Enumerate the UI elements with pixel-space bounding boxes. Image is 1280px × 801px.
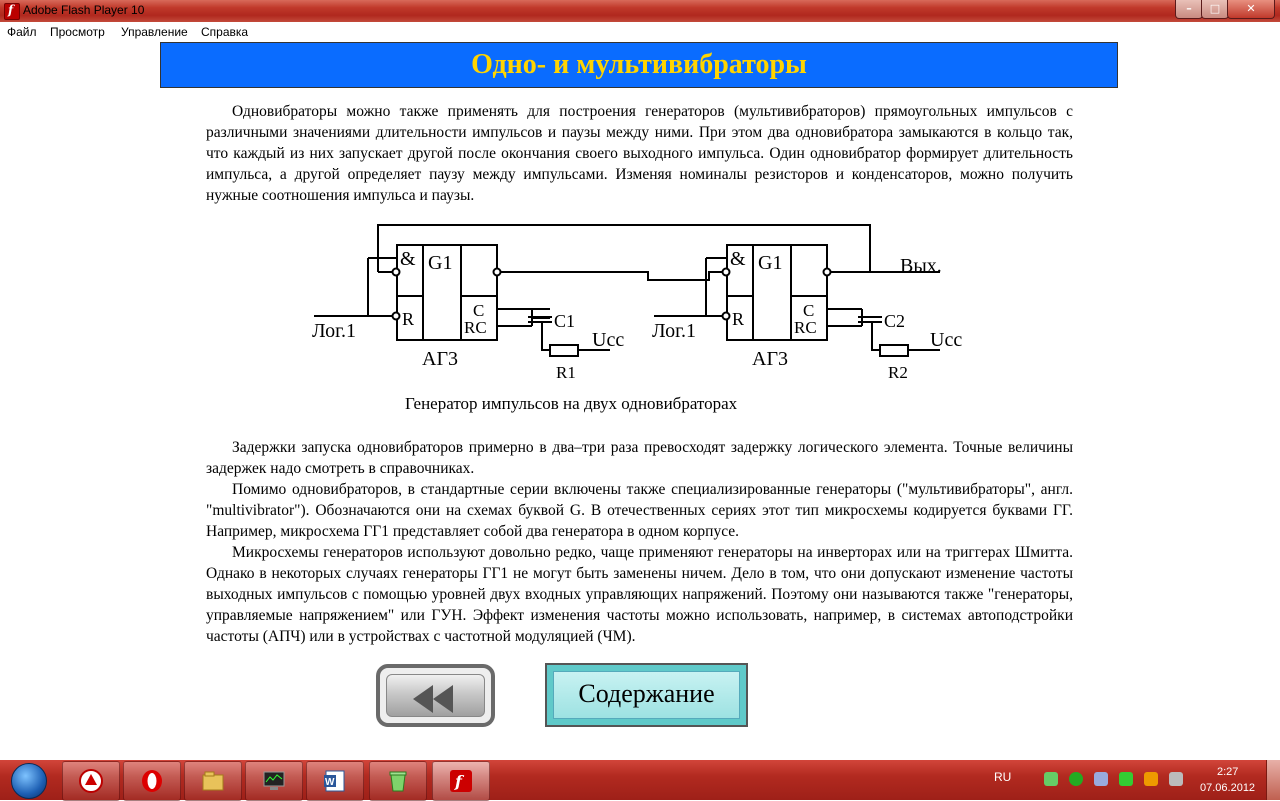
windows-orb-icon: [11, 763, 47, 799]
circuit-diagram: & G1 R C RC C1 R1 Ucc Лог.1 АГ3 & G1 R C…: [312, 224, 962, 382]
left-gen-label: G1: [428, 252, 452, 274]
menu-help[interactable]: Справка: [201, 25, 249, 39]
output-label: Вых.: [900, 255, 942, 277]
clock-date[interactable]: 07.06.2012: [1200, 782, 1256, 794]
tray-torrent-icon[interactable]: [1069, 772, 1083, 786]
monitor-icon: [263, 771, 285, 790]
page-header: Одно- и мультивибраторы: [160, 42, 1118, 88]
browser-icon: [79, 769, 103, 793]
window-title: Adobe Flash Player 10: [23, 3, 145, 17]
page-title: Одно- и мультивибраторы: [471, 49, 807, 80]
close-button[interactable]: ✕: [1227, 0, 1275, 19]
paragraph-intro: Одновибраторы можно также применять для …: [206, 103, 1073, 204]
window-titlebar: f Adobe Flash Player 10 – □ ✕: [0, 0, 1280, 22]
svg-text:f: f: [454, 772, 465, 791]
menu-control[interactable]: Управление: [121, 25, 188, 39]
left-and-label: &: [400, 248, 416, 270]
taskbar-browser[interactable]: [62, 761, 120, 801]
right-input-label: Лог.1: [652, 320, 696, 342]
taskbar-explorer[interactable]: [184, 761, 242, 801]
right-res-label: R2: [888, 363, 908, 382]
circuit-caption: Генератор импульсов на двух одновибратор…: [405, 394, 738, 413]
right-c-label: C: [803, 301, 814, 320]
contents-button-label: Содержание: [578, 679, 715, 708]
word-icon: W: [324, 770, 345, 792]
taskbar-flash[interactable]: f: [432, 761, 490, 801]
back-button[interactable]: [376, 664, 495, 727]
menu-file[interactable]: Файл: [7, 25, 37, 39]
tray-app-icon[interactable]: [1094, 772, 1108, 786]
language-indicator[interactable]: RU: [994, 770, 1012, 784]
maximize-button[interactable]: □: [1201, 0, 1229, 19]
rewind-icon: [413, 685, 453, 713]
left-res-label: R1: [556, 363, 576, 382]
left-vcc-label: Ucc: [592, 329, 624, 351]
right-r-label: R: [732, 309, 744, 329]
left-chip-label: АГ3: [422, 348, 458, 370]
left-cap-label: C1: [554, 311, 575, 331]
tray-network-icon[interactable]: [1044, 772, 1058, 786]
taskbar-recycle[interactable]: [369, 761, 427, 801]
paragraph-usage: Микросхемы генераторов используют доволь…: [206, 544, 1073, 645]
left-input-label: Лог.1: [312, 320, 356, 342]
opera-icon: [142, 770, 162, 792]
left-r-label: R: [402, 309, 414, 329]
left-c-label: C: [473, 301, 484, 320]
right-chip-label: АГ3: [752, 348, 788, 370]
menu-view[interactable]: Просмотр: [50, 25, 105, 39]
right-gen-label: G1: [758, 252, 782, 274]
taskbar: W f: [0, 760, 1280, 801]
right-and-label: &: [730, 248, 746, 270]
contents-button[interactable]: Содержание: [545, 663, 748, 727]
flash-icon: f: [4, 3, 20, 20]
taskbar-opera[interactable]: [123, 761, 181, 801]
explorer-icon: [202, 771, 224, 791]
tray-mail-icon[interactable]: [1119, 772, 1133, 786]
right-rc-label: RC: [794, 318, 817, 337]
tray-media-icon[interactable]: [1144, 772, 1158, 786]
recycle-icon: [389, 771, 407, 792]
show-desktop-button[interactable]: [1266, 760, 1280, 800]
menu-bar: Файл Просмотр Управление Справка: [0, 22, 1280, 41]
right-vcc-label: Ucc: [930, 329, 962, 351]
right-cap-label: C2: [884, 311, 905, 331]
taskbar-word[interactable]: W: [306, 761, 364, 801]
clock-time[interactable]: 2:27: [1217, 766, 1239, 778]
flash-icon: f: [450, 770, 472, 792]
minimize-button[interactable]: –: [1175, 0, 1203, 19]
tray-volume-icon[interactable]: [1169, 772, 1183, 786]
start-button[interactable]: [3, 760, 57, 800]
paragraph-generators: Помимо одновибраторов, в стандартные сер…: [206, 481, 1073, 540]
svg-text:W: W: [325, 777, 335, 788]
paragraph-delays: Задержки запуска одновибраторов примерно…: [206, 439, 1073, 477]
left-rc-label: RC: [464, 318, 487, 337]
taskbar-monitor[interactable]: [245, 761, 303, 801]
